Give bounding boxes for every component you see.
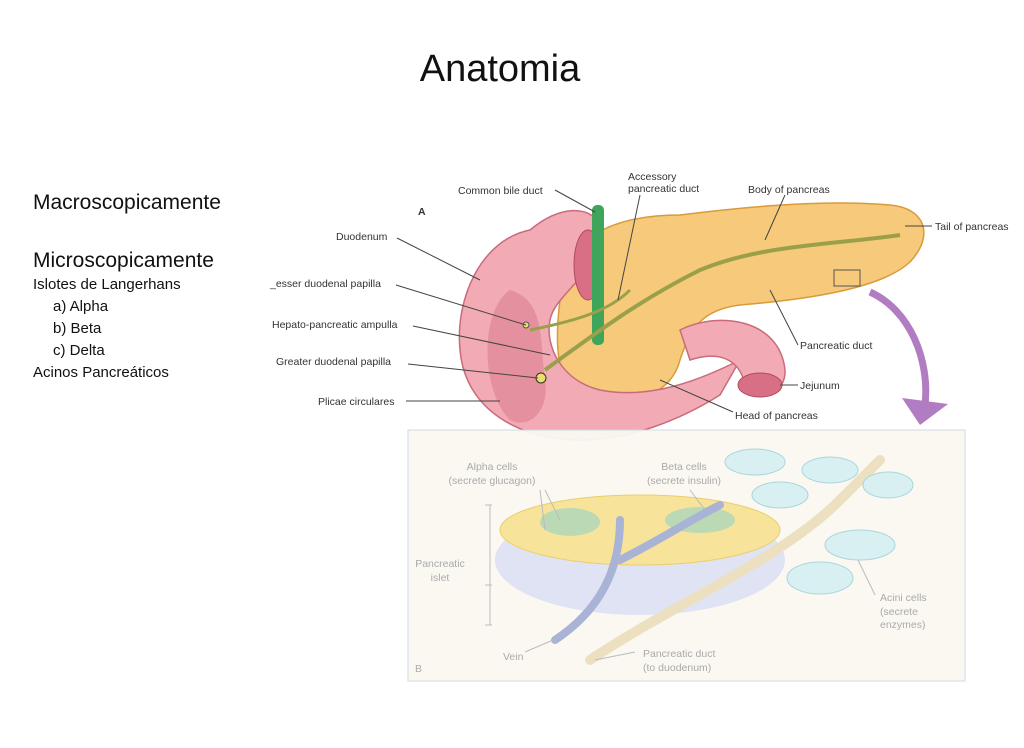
label-pancreatic-islet-1: Pancreatic	[415, 558, 465, 570]
arrow-head	[902, 398, 948, 425]
label-head-of-pancreas: Head of pancreas	[735, 410, 818, 422]
heading-microscopic: Microscopicamente	[33, 249, 214, 272]
label-accessory-duct-1: Accessory	[628, 171, 677, 183]
label-duct-destination: (to duodenum)	[643, 662, 711, 674]
label-accessory-duct-2: pancreatic duct	[628, 183, 699, 195]
figure-b: B Alpha cells (secrete glucagon) Beta ce…	[407, 429, 966, 682]
duct-shape	[585, 455, 885, 665]
label-beta-cells: Beta cells	[661, 461, 707, 473]
label-acini-function-1: (secrete	[880, 606, 918, 618]
islet-type-delta: c) Delta	[53, 342, 105, 359]
label-tail-of-pancreas: Tail of pancreas	[935, 221, 1009, 233]
duodenum-lumen	[487, 290, 546, 423]
label-greater-papilla: Greater duodenal papilla	[276, 356, 391, 368]
label-acini-cells: Acini cells	[880, 592, 927, 604]
jejunum-opening	[737, 372, 783, 398]
label-alpha-cells: Alpha cells	[467, 461, 518, 473]
zoom-box	[833, 269, 861, 287]
panel-label-b: B	[415, 663, 422, 675]
label-body-of-pancreas: Body of pancreas	[748, 184, 830, 196]
slide-title: Anatomia	[419, 48, 581, 90]
islet-type-alpha: a) Alpha	[53, 298, 109, 315]
label-duodenum: Duodenum	[336, 231, 388, 243]
islet-type-beta: b) Beta	[53, 320, 102, 337]
accessory-duct-shape	[529, 288, 632, 332]
common-bile-duct-shape	[592, 205, 604, 345]
panel-label-a: A	[418, 206, 426, 218]
label-pancreatic-duct: Pancreatic duct	[800, 340, 872, 352]
label-ampulla: Hepato-pancreatic ampulla	[272, 319, 398, 331]
heading-macroscopic: Macroscopicamente	[33, 191, 221, 214]
pancreatic-duct-shape	[543, 233, 901, 372]
acini-clusters	[724, 448, 914, 595]
label-common-bile-duct: Common bile duct	[458, 185, 543, 197]
figure-a: A Common bile duct Accessory pancreatic …	[269, 171, 1009, 441]
label-vein: Vein	[503, 651, 524, 663]
label-alpha-function: (secrete glucagon)	[449, 475, 536, 487]
vein-shape	[551, 501, 724, 644]
outline: Macroscopicamente Microscopicamente Islo…	[33, 190, 221, 384]
label-beta-function: (secrete insulin)	[647, 475, 721, 487]
alpha-cell-cluster	[540, 508, 600, 536]
label-plicae: Plicae circulares	[318, 396, 394, 408]
label-pancreatic-islet-2: islet	[431, 572, 450, 584]
islets-item: Islotes de Langerhans	[33, 276, 181, 293]
label-duct: Pancreatic duct	[643, 648, 715, 660]
label-acini-function-2: enzymes)	[880, 619, 926, 631]
label-jejunum: Jejunum	[800, 380, 840, 392]
label-lesser-papilla: _esser duodenal papilla	[269, 278, 381, 290]
magnify-arrow-icon	[868, 288, 930, 406]
acini-item: Acinos Pancreáticos	[33, 364, 169, 381]
